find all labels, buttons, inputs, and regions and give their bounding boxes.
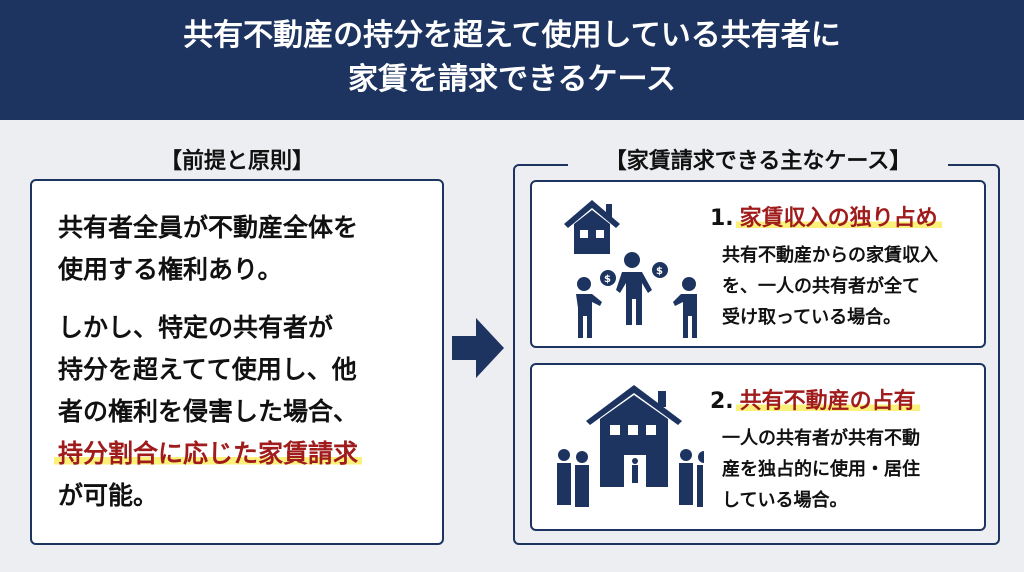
principle-line: 使用する権利あり。: [58, 255, 283, 284]
case-card-2: 2.共有不動産の占有 一人の共有者が共有不動 産を独占的に使用・居住 している場…: [530, 363, 986, 531]
case-number: 1.: [710, 206, 734, 231]
case-line: 受け取っている場合。: [722, 307, 902, 328]
principle-line: 持分を超えてて使用し、他: [58, 355, 357, 384]
principle-line: が可能。: [58, 481, 159, 510]
svg-text:$: $: [656, 266, 663, 277]
principle-line: 共有者全員が不動産全体を: [58, 213, 359, 242]
case-number: 2.: [710, 389, 734, 414]
case-card-1: $ $ 1.家賃収入の独り占め 共有不動産からの家賃収入 を、一人の共有者が全て…: [530, 180, 986, 348]
case-line: を、一人の共有者が全て: [722, 276, 920, 297]
case-line: している場合。: [722, 490, 848, 511]
case-description: 一人の共有者が共有不動 産を独占的に使用・居住 している場合。: [722, 423, 920, 516]
header-title-line-1: 共有不動産の持分を超えて使用している共有者に: [183, 18, 841, 53]
svg-text:$: $: [604, 274, 611, 285]
case-description: 共有不動産からの家賃収入 を、一人の共有者が全て 受け取っている場合。: [722, 240, 938, 333]
left-section-title: 【前提と原則】: [159, 149, 314, 174]
case-line: 産を独占的に使用・居住: [722, 459, 920, 480]
right-section-title: 【家賃請求できる主なケース】: [568, 143, 948, 175]
case-title: 家賃収入の独り占め: [735, 206, 942, 231]
principle-line: しかし、特定の共有者が: [58, 313, 334, 342]
header-banner: 共有不動産の持分を超えて使用している共有者に 家賃を請求できるケース: [0, 0, 1024, 120]
case-line: 一人の共有者が共有不動: [722, 428, 920, 449]
case-line: 共有不動産からの家賃収入: [722, 245, 938, 266]
header-title-line-2: 家賃を請求できるケース: [348, 62, 676, 97]
highlighted-conclusion: 持分割合に応じた家賃請求: [54, 439, 363, 468]
principle-box: 共有者全員が不動産全体を 使用する権利あり。 しかし、特定の共有者が 持分を超え…: [30, 179, 444, 545]
right-arrow-icon: [452, 318, 504, 378]
house-occupied-people-icon: [557, 385, 704, 507]
principle-line: 者の権利を侵害した場合、: [58, 397, 359, 426]
house-money-people-icon: $ $: [564, 200, 697, 338]
case-title: 共有不動産の占有: [735, 389, 920, 414]
